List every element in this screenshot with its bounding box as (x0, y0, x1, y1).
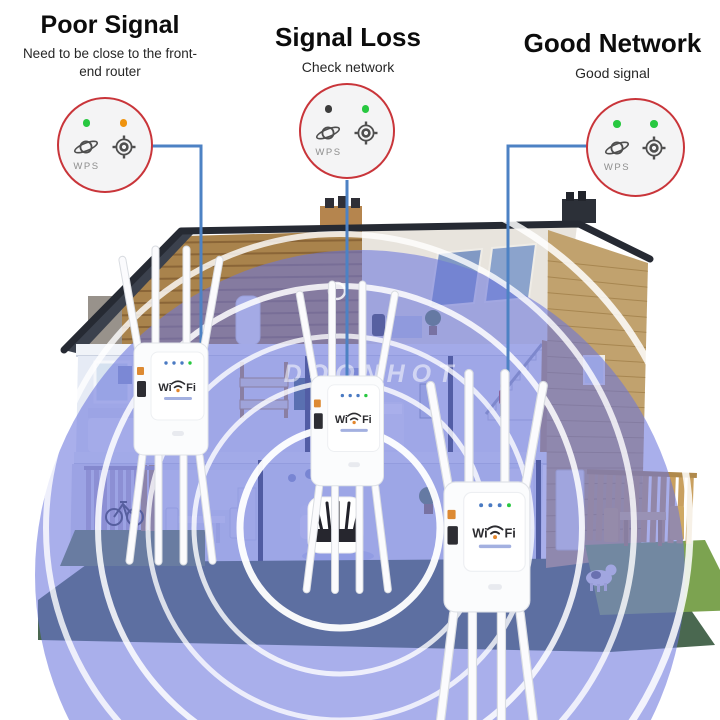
wps-label: WPS (73, 160, 100, 172)
status-title: Signal Loss (275, 22, 421, 52)
status-subtitle: Good signal (575, 65, 650, 82)
wps-led (613, 120, 621, 128)
wps-led (82, 119, 91, 127)
chimney-left (320, 196, 362, 228)
status-block-poor-signal: Poor Signal Need to be close to the fron… (10, 12, 210, 80)
signal-target-icon (354, 121, 378, 144)
status-title: Good Network (523, 28, 702, 58)
wps-column: WPS (73, 99, 99, 191)
status-subtitle: Check network (301, 59, 395, 76)
connector-poor-signal (152, 144, 203, 354)
signal-column (111, 99, 137, 191)
wps-planet-icon (74, 139, 99, 154)
chimney-right (562, 191, 596, 223)
signal-column (353, 85, 379, 177)
status-subtitle: Need to be close to the front-end router (22, 46, 198, 79)
signal-led (119, 119, 128, 127)
status-block-good-network: Good Network Good signal (495, 28, 720, 82)
wps-label: WPS (603, 161, 631, 173)
signal-target-icon (642, 136, 666, 159)
signal-led (361, 105, 370, 113)
wps-planet-icon (604, 140, 630, 155)
status-block-signal-loss: Signal Loss Check network (250, 22, 446, 76)
indicator-circle-poor-signal: WPS (57, 97, 153, 193)
wps-label: WPS (315, 146, 342, 158)
signal-column (641, 100, 667, 195)
wps-column: WPS (315, 85, 341, 177)
wps-planet-icon (316, 125, 341, 140)
signal-led (650, 120, 658, 128)
roof-line (60, 220, 654, 354)
wps-column: WPS (604, 100, 630, 195)
indicator-circle-signal-loss: WPS (299, 83, 395, 179)
status-title: Poor Signal (40, 11, 180, 39)
indicator-circle-good-network: WPS (586, 98, 685, 197)
signal-target-icon (112, 135, 136, 158)
wps-led (324, 105, 333, 113)
